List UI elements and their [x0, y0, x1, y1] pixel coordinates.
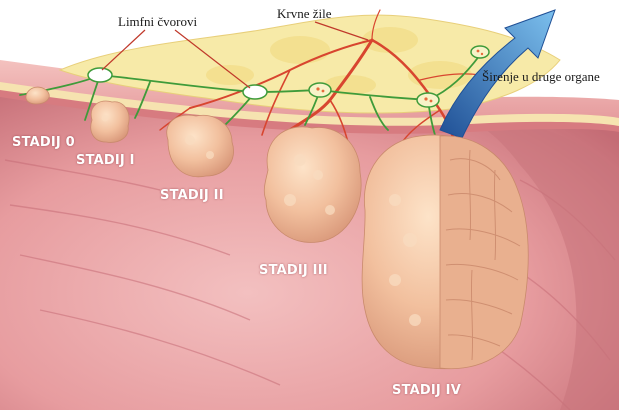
tumor-stage-0 — [26, 87, 49, 104]
lymph-node — [417, 93, 439, 107]
lymph-node — [471, 46, 489, 58]
label-lymph-nodes: Limfni čvorovi — [118, 14, 197, 30]
lymph-node — [309, 83, 331, 97]
stage-label-0: STADIJ 0 — [12, 135, 75, 150]
lymph-node — [88, 68, 112, 82]
tumor-stage-1 — [91, 101, 129, 142]
stage-label-2: STADIJ II — [160, 188, 224, 203]
label-spread: Širenje u druge organe — [482, 69, 600, 85]
stage-label-4: STADIJ IV — [392, 383, 461, 398]
stage-label-1: STADIJ I — [76, 153, 135, 168]
tumor-stage-3 — [264, 127, 361, 243]
stage-label-3: STADIJ III — [259, 263, 328, 278]
tumor-stage-2 — [167, 115, 234, 177]
lymph-node — [243, 85, 267, 99]
label-blood-vessels: Krvne žile — [277, 6, 332, 22]
